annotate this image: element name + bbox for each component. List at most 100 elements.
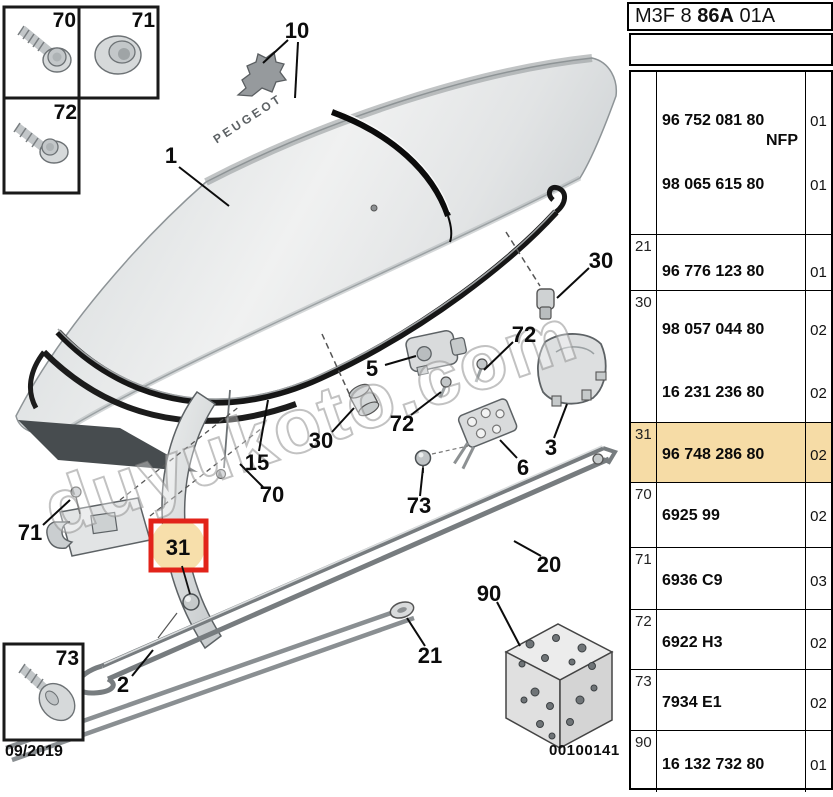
callout-3[interactable]: 3 <box>545 435 557 460</box>
callout-20[interactable]: 20 <box>537 552 561 577</box>
screw-threads <box>13 122 39 148</box>
part-qty: 02 <box>810 384 827 402</box>
ref-cell: 90 <box>635 734 652 751</box>
rod-clip <box>389 601 415 619</box>
part-number: 7934 E1 <box>662 694 722 711</box>
table-row-group-31-highlighted[interactable]: 31 96 748 286 80 02 <box>631 422 831 482</box>
callout-10[interactable]: 10 <box>285 18 309 43</box>
revision-date: 09/2019 <box>5 743 63 760</box>
latch-cover <box>537 333 607 407</box>
table-row-group-0[interactable]: 96 752 081 80 01 NFP 98 065 615 80 01 <box>631 72 831 234</box>
table-row-group-73[interactable]: 73 7934 E1 02 <box>631 669 831 730</box>
inset-label-73: 73 <box>56 647 79 670</box>
ball-stud <box>414 445 469 473</box>
part-qty: 02 <box>810 321 827 339</box>
drawing-number: 00100141 <box>549 742 620 759</box>
stud-nut <box>157 593 200 639</box>
parts-panel: M3F 8 86A 01A 96 752 081 80 01 NFP 98 06… <box>627 0 833 797</box>
inset-label-71: 71 <box>132 9 156 32</box>
callout-71[interactable]: 71 <box>18 520 42 545</box>
part-number: 98 065 615 80 <box>662 176 765 193</box>
part-note-nfp: NFP <box>766 132 798 149</box>
hinge-bracket <box>46 405 263 557</box>
callout-72-mid[interactable]: 72 <box>390 411 414 436</box>
callout-5[interactable]: 5 <box>366 356 378 381</box>
part-qty: 02 <box>810 694 827 712</box>
bolt-threads <box>17 25 45 52</box>
inset-box-70[interactable]: 70 <box>2 5 81 100</box>
callout-15[interactable]: 15 <box>245 450 269 475</box>
mounting-screws <box>438 358 488 399</box>
ref-cell: 31 <box>635 426 652 443</box>
part-number: 16 231 236 80 <box>662 384 765 401</box>
catalog-subheader <box>629 33 833 66</box>
lock-actuator <box>405 329 468 376</box>
part-qty: 03 <box>810 572 827 590</box>
trunk-seal <box>27 184 567 424</box>
bump-stop-plug <box>536 288 555 320</box>
part-qty: 01 <box>810 176 827 194</box>
part-number: 96 748 286 80 <box>662 446 765 463</box>
ref-cell: 70 <box>635 486 652 503</box>
catalog-code: M3F 8 86A 01A <box>627 2 833 31</box>
screw-threads <box>18 663 44 689</box>
seal-grommet <box>348 383 380 417</box>
table-row-group-70[interactable]: 70 6925 99 02 <box>631 482 831 547</box>
part-number: 6936 C9 <box>662 572 723 589</box>
part-qty: 02 <box>810 507 827 525</box>
highlight-red-box <box>148 518 209 573</box>
inset-box-73[interactable]: 73 <box>2 642 85 742</box>
callout-1[interactable]: 1 <box>165 143 177 168</box>
leader-lines <box>42 39 590 677</box>
ref-cell: 30 <box>635 294 652 311</box>
callout-73[interactable]: 73 <box>407 493 431 518</box>
table-row-group-72[interactable]: 72 6922 H3 02 <box>631 609 831 669</box>
table-row-group-21[interactable]: 21 96 776 123 80 01 <box>631 234 831 290</box>
ref-cell: 73 <box>635 673 652 690</box>
highlight-circle <box>151 519 205 573</box>
peugeot-lion-emblem <box>236 50 288 97</box>
ref-cell: 21 <box>635 238 652 255</box>
table-row-group-90[interactable]: 90 16 132 732 80 01 <box>631 730 831 792</box>
part-number: 6925 99 <box>662 507 720 524</box>
code-prefix: M3F 8 <box>635 5 692 27</box>
construction-lines <box>321 231 541 401</box>
ref-cell: 72 <box>635 613 652 630</box>
inset-label-70: 70 <box>53 9 76 32</box>
part-number: 96 776 123 80 <box>662 263 765 280</box>
part-qty: 02 <box>810 634 827 652</box>
highlight-31[interactable]: 31 <box>148 518 209 595</box>
callout-72-top[interactable]: 72 <box>512 322 536 347</box>
torsion-rods <box>5 445 618 763</box>
table-row-group-71[interactable]: 71 6936 C9 03 <box>631 547 831 609</box>
ref-cell <box>631 72 656 234</box>
peugeot-lettering: PEUGEOT <box>211 91 285 146</box>
part-qty: 01 <box>810 112 827 130</box>
callout-2[interactable]: 2 <box>117 672 129 697</box>
inset-box-71[interactable]: 71 <box>77 5 160 100</box>
parts-table: 96 752 081 80 01 NFP 98 065 615 80 01 21… <box>629 70 833 792</box>
callout-31[interactable]: 31 <box>166 535 190 560</box>
part-qty: 02 <box>810 446 827 464</box>
clip-kit-box <box>504 623 614 750</box>
callout-70[interactable]: 70 <box>260 482 284 507</box>
inset-label-72: 72 <box>54 101 77 124</box>
trunk-lid <box>15 54 618 472</box>
inset-box-72[interactable]: 72 <box>2 96 81 195</box>
callout-90[interactable]: 90 <box>477 581 501 606</box>
code-suffix: 01A <box>739 5 776 27</box>
callout-6[interactable]: 6 <box>517 455 529 480</box>
callout-21[interactable]: 21 <box>418 643 442 668</box>
callout-labels: 1 2 3 5 6 10 15 20 21 30 30 70 71 72 72 … <box>18 18 613 697</box>
striker-plate <box>453 398 518 470</box>
part-number: 96 752 081 80 <box>662 112 765 129</box>
lid-swoosh <box>330 108 453 243</box>
lid-inner-corner <box>18 420 198 472</box>
callout-30-top[interactable]: 30 <box>589 248 613 273</box>
code-bold: 86A <box>697 5 734 27</box>
part-qty: 01 <box>810 756 827 774</box>
callout-30-mid[interactable]: 30 <box>309 428 333 453</box>
table-row-group-30[interactable]: 30 98 057 044 80 02 16 231 236 80 02 <box>631 290 831 422</box>
